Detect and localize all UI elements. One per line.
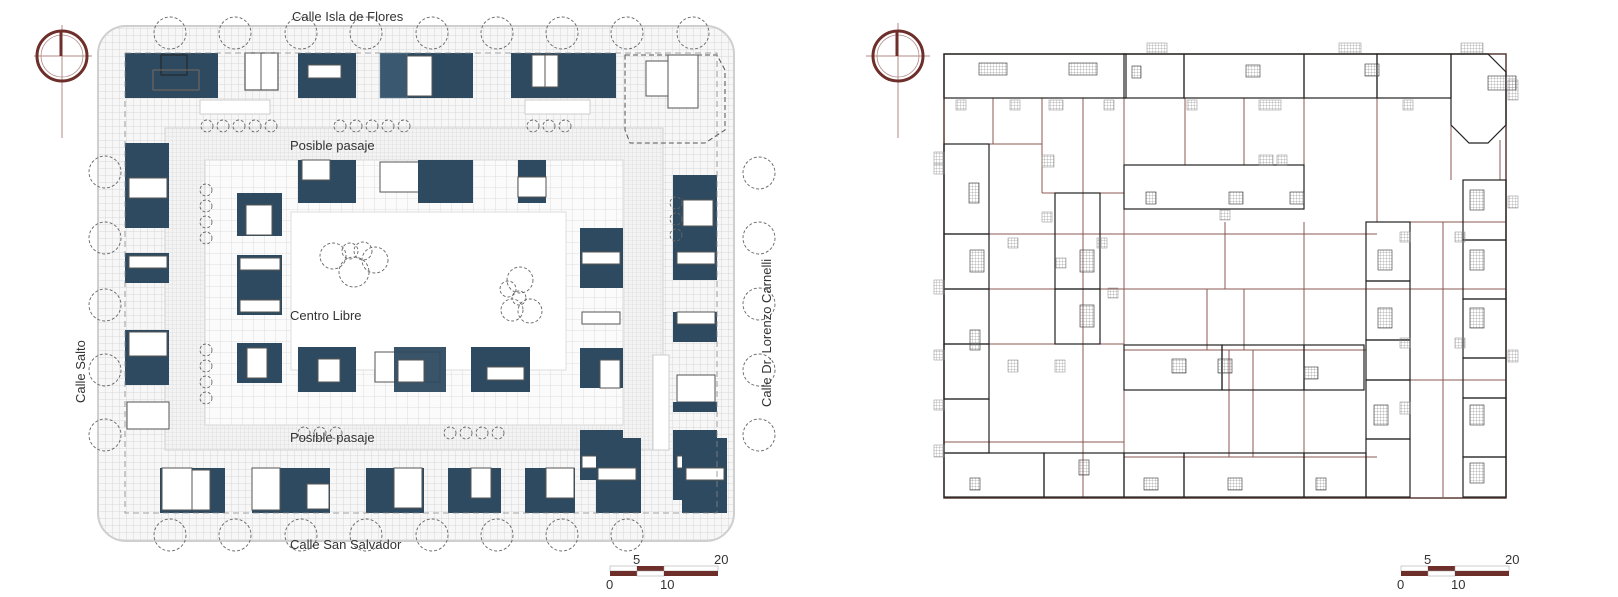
scale-bar: 0 5 10 20 bbox=[1397, 552, 1519, 592]
svg-text:0: 0 bbox=[606, 577, 613, 592]
west-buildings bbox=[125, 143, 170, 430]
scale-bar: 0 5 10 20 bbox=[606, 552, 728, 592]
zone-label-passage-bottom: Posible pasaje bbox=[290, 430, 375, 445]
street-label-east: Calle Dr. Lorenzo Carnelli bbox=[759, 259, 774, 407]
svg-text:5: 5 bbox=[1424, 552, 1431, 567]
north-arrow-icon bbox=[866, 23, 930, 138]
svg-text:10: 10 bbox=[660, 577, 674, 592]
street-label-west: Calle Salto bbox=[73, 340, 88, 403]
floor-plan-right: 0 5 10 20 bbox=[830, 0, 1618, 597]
balcony-grids bbox=[933, 42, 1519, 458]
street-label-north: Calle Isla de Flores bbox=[292, 9, 404, 24]
stairs bbox=[968, 62, 1517, 491]
north-arrow-icon bbox=[34, 25, 92, 138]
south-buildings bbox=[160, 438, 727, 513]
zone-label-centro-libre: Centro Libre bbox=[290, 308, 362, 323]
north-buildings bbox=[125, 52, 726, 144]
svg-text:5: 5 bbox=[633, 552, 640, 567]
svg-text:10: 10 bbox=[1451, 577, 1465, 592]
svg-text:0: 0 bbox=[1397, 577, 1404, 592]
svg-text:20: 20 bbox=[714, 552, 728, 567]
zone-label-passage-top: Posible pasaje bbox=[290, 138, 375, 153]
centro-libre-area bbox=[290, 211, 567, 371]
site-plan-left: Calle Isla de Flores Calle San Salvador … bbox=[34, 9, 776, 592]
floor-plan-drawing: 0 5 10 20 bbox=[866, 23, 1519, 592]
svg-text:20: 20 bbox=[1505, 552, 1519, 567]
inner-west-buildings bbox=[237, 193, 282, 383]
inner-south-buildings bbox=[298, 347, 530, 392]
east-buildings bbox=[652, 175, 717, 500]
street-trees bbox=[88, 16, 776, 552]
street-label-south: Calle San Salvador bbox=[290, 537, 402, 552]
inner-north-buildings bbox=[298, 159, 547, 203]
site-plan-drawing: Calle Isla de Flores Calle San Salvador … bbox=[34, 9, 776, 592]
